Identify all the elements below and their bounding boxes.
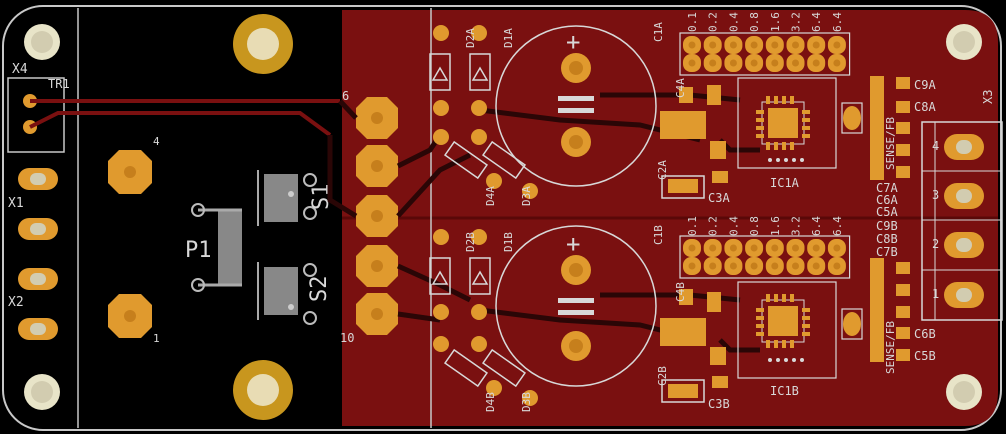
label-c9b: C9B bbox=[876, 219, 898, 233]
label-c4b: C4B bbox=[674, 282, 687, 302]
jumper-label-b-0: 0.1 bbox=[686, 216, 699, 236]
x3-pin-4: 4 bbox=[932, 139, 939, 153]
label-pin4: 4 bbox=[153, 135, 160, 148]
jumper-label-a-4: 1.6 bbox=[769, 12, 782, 32]
label-s2: S2 bbox=[307, 276, 332, 303]
diodes-a bbox=[429, 25, 538, 199]
label-sense-b: SENSE/FB bbox=[884, 321, 897, 374]
jumper-label-b-4: 1.6 bbox=[769, 216, 782, 236]
jumper-label-a-7: 6.4 bbox=[831, 12, 844, 32]
label-c2a: C2A bbox=[656, 160, 669, 180]
label-c4a: C4A bbox=[674, 78, 687, 98]
x3-pin-1: 1 bbox=[932, 287, 939, 301]
cap-c1a bbox=[495, 25, 657, 187]
label-p1: P1 bbox=[185, 238, 212, 263]
label-c8a: C8A bbox=[914, 100, 936, 114]
label-ic1a: IC1A bbox=[770, 176, 800, 190]
label-pin6: 6 bbox=[342, 89, 349, 103]
label-d1b: D1B bbox=[502, 232, 515, 252]
label-x1: X1 bbox=[8, 196, 24, 211]
label-c8b: C8B bbox=[876, 232, 898, 246]
jumper-label-b-6: 6.4 bbox=[810, 216, 823, 236]
jumper-label-a-0: 0.1 bbox=[686, 12, 699, 32]
ic1a bbox=[737, 77, 863, 169]
label-sense-a: SENSE/FB bbox=[884, 117, 897, 170]
jumper-header-a: 0.1 0.2 0.4 0.8 1.6 3.2 6.4 6.4 bbox=[679, 12, 851, 76]
label-d2b: D2B bbox=[464, 232, 477, 252]
label-c9a: C9A bbox=[914, 78, 936, 92]
tr1-pad-2 bbox=[23, 120, 37, 134]
jumper-header-b: 0.1 0.2 0.4 0.8 1.6 3.2 6.4 6.4 bbox=[679, 216, 851, 279]
label-c3a: C3A bbox=[708, 191, 730, 205]
label-c1a: C1A bbox=[652, 22, 665, 42]
x1-pads bbox=[18, 168, 58, 240]
jumper-label-b-5: 3.2 bbox=[790, 216, 803, 236]
label-d1a: D1A bbox=[502, 28, 515, 48]
label-c3b: C3B bbox=[708, 397, 730, 411]
label-c2b: C2B bbox=[656, 366, 669, 386]
jumper-label-a-5: 3.2 bbox=[790, 12, 803, 32]
jumper-label-b-3: 0.8 bbox=[748, 216, 761, 236]
large-vias bbox=[233, 14, 293, 420]
x3-terminal bbox=[921, 121, 1003, 321]
x3-pin-2: 2 bbox=[932, 237, 939, 251]
label-plus-a: + bbox=[566, 28, 580, 56]
cap-strip-a bbox=[870, 76, 910, 180]
jumper-label-a-2: 0.4 bbox=[727, 12, 740, 32]
x3-pin-3: 3 bbox=[932, 188, 939, 202]
s2-switch bbox=[257, 262, 317, 325]
label-ic1b: IC1B bbox=[770, 384, 799, 398]
jumper-outline-b bbox=[679, 235, 851, 279]
label-c1b: C1B bbox=[652, 225, 665, 245]
cap-c1b bbox=[495, 225, 657, 387]
label-d4b: D4B bbox=[484, 392, 497, 412]
jumper-label-b-1: 0.2 bbox=[707, 216, 720, 236]
label-d2a: D2A bbox=[464, 28, 477, 48]
jumper-label-a-1: 0.2 bbox=[707, 12, 720, 32]
label-x4: X4 bbox=[12, 62, 28, 77]
jumper-label-a-6: 6.4 bbox=[810, 12, 823, 32]
label-c7b: C7B bbox=[876, 245, 898, 259]
label-d4a: D4A bbox=[484, 186, 497, 206]
label-c6b: C6B bbox=[914, 327, 936, 341]
label-pin10: 10 bbox=[340, 331, 354, 345]
label-c7a: C7A bbox=[876, 181, 898, 195]
label-c5b: C5B bbox=[914, 349, 936, 363]
cap-strip-b bbox=[870, 258, 910, 362]
s1-switch bbox=[257, 170, 317, 226]
label-x2: X2 bbox=[8, 295, 24, 310]
jumper-outline-a bbox=[679, 32, 851, 76]
mounting-holes bbox=[24, 24, 982, 410]
label-x3: X3 bbox=[981, 90, 995, 104]
jumper-label-a-3: 0.8 bbox=[748, 12, 761, 32]
label-pin1: 1 bbox=[153, 332, 160, 345]
label-d3a: D3A bbox=[520, 186, 533, 206]
jumper-label-b-2: 0.4 bbox=[727, 216, 740, 236]
label-c6a: C6A bbox=[876, 193, 898, 207]
diodes-b bbox=[429, 229, 538, 406]
smd-parts-a bbox=[660, 85, 728, 199]
label-d3b: D3B bbox=[520, 392, 533, 412]
label-tr1: TR1 bbox=[48, 77, 70, 91]
smd-parts-b bbox=[660, 289, 728, 403]
jumper-label-b-7: 6.4 bbox=[831, 216, 844, 236]
trace-tr1-2 bbox=[29, 111, 332, 137]
ic1b bbox=[737, 281, 863, 379]
label-plus-b: + bbox=[566, 230, 580, 258]
label-c5a: C5A bbox=[876, 205, 898, 219]
x2-pads bbox=[18, 268, 58, 340]
p1-component bbox=[191, 203, 242, 292]
